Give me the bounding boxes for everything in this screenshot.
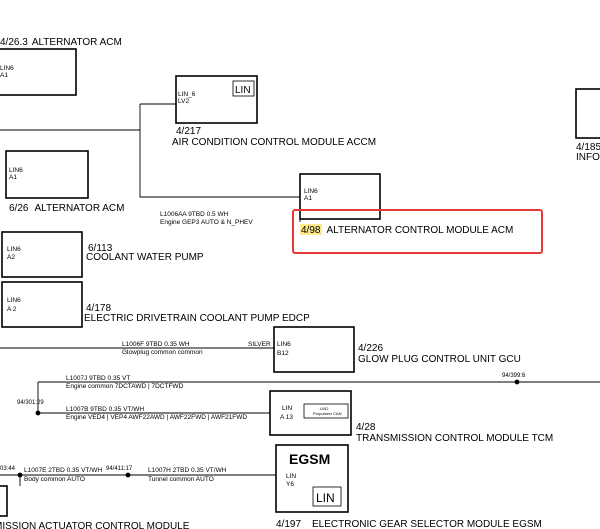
pin-label: LIN6 <box>0 65 14 72</box>
component-edcp[interactable]: LIN6 A 2 4/178 ELECTRIC DRIVETRAIN COOLA… <box>1 281 310 328</box>
component-ref: 4/178 <box>86 303 111 314</box>
component-gcu[interactable]: LIN6 B12 4/226 GLOW PLUG CONTROL UNIT GC… <box>273 326 521 373</box>
component-box <box>575 88 600 139</box>
pin-label: LIN6 <box>7 297 21 304</box>
component-ref: 4/217 <box>176 126 201 137</box>
component-ref: 4/226 <box>358 343 383 354</box>
splices: 94/399:6 94/301:29 94/411:17 03:44 <box>0 373 526 478</box>
pin-label: LIN6 <box>277 341 291 348</box>
component-ref: 4/28 <box>356 422 376 433</box>
wire-desc: Body common AUTO <box>24 476 85 483</box>
splice-dot <box>514 379 520 385</box>
component-name: COOLANT WATER PUMP <box>86 252 204 263</box>
wire-code: L1007B 9TBD 0.35 VT/WH <box>66 406 144 413</box>
component-box <box>0 48 77 96</box>
pin-label: LIN_6 <box>178 91 196 98</box>
component-name: INFO <box>576 152 600 163</box>
component-box <box>5 150 89 199</box>
pin-label: LIN <box>286 473 296 480</box>
wire-desc: Engine VED4 | VEP4 AWF22AWD | AWF22FWD |… <box>66 414 247 421</box>
wire-label-l1007b: L1007B 9TBD 0.35 VT/WH Engine VED4 | VEP… <box>66 406 247 421</box>
pin-label: Y6 <box>286 481 294 488</box>
splice-label: 94/411:17 <box>106 466 133 472</box>
pin-label: A 13 <box>280 414 293 421</box>
wire-desc: Engine GEP3 AUTO & N_PHEV <box>160 219 253 226</box>
inner-connector-text: LIN2 <box>320 406 329 411</box>
lin-badge-text: LIN <box>235 85 251 96</box>
splice-dot <box>125 472 131 478</box>
component-name: TRANSMISSION CONTROL MODULE TCM <box>356 433 553 444</box>
component-name: MISSION ACTUATOR CONTROL MODULE <box>0 521 190 529</box>
wire-label-l1007j: L1007J 9TBD 0.35 VT Engine common 7DCTAW… <box>66 375 184 390</box>
pin-label: A1 <box>0 72 8 79</box>
splice-dot <box>35 410 41 416</box>
wire-accm-link <box>139 104 300 198</box>
wire-code: L1006AA 9TBD 0.5 WH <box>160 211 229 218</box>
component-box <box>273 326 355 373</box>
lin-badge <box>312 486 342 507</box>
wire-label-l1006aa: L1006AA 9TBD 0.5 WH Engine GEP3 AUTO & N… <box>160 211 253 226</box>
component-name: GLOW PLUG CONTROL UNIT GCU <box>358 354 521 365</box>
wire-code: L1007J 9TBD 0.35 VT <box>66 375 130 382</box>
component-box <box>299 173 381 220</box>
component-name: ELECTRONIC GEAR SELECTOR MODULE EGSM <box>312 519 542 529</box>
component-tcm[interactable]: LIN2 Propulsion CAN LIN A 13 4/28 TRANSM… <box>269 390 553 444</box>
pin-label: LIN6 <box>9 167 23 174</box>
lin-badge-text: LIN <box>316 491 335 505</box>
component-right-partial[interactable]: 4/185 INFO <box>575 88 600 163</box>
pin-label: B12 <box>277 350 289 357</box>
wire-code: L1006F 9TBD 0.35 WH <box>122 341 190 348</box>
component-box <box>175 75 258 124</box>
component-box <box>275 444 349 513</box>
wire-desc: Glowplug common common <box>122 349 203 356</box>
wire-label-l1007e: L1007E 2TBD 0.35 VT/WH Body common AUTO <box>24 467 102 483</box>
wire-label-l1006f: L1006F 9TBD 0.35 WH Glowplug common comm… <box>122 341 271 356</box>
component-accm[interactable]: LIN LIN_6 LV2 4/217 AIR CONDITION CONTRO… <box>172 75 376 148</box>
component-ref: 6/113 <box>88 243 113 254</box>
component-name: AIR CONDITION CONTROL MODULE ACCM <box>172 137 376 148</box>
component-box <box>0 485 8 517</box>
search-highlight <box>300 224 322 235</box>
component-coolant-water-pump[interactable]: LIN6 A2 6/113 COOLANT WATER PUMP <box>1 231 204 278</box>
pin-label: A1 <box>304 195 312 202</box>
pin-label: A1 <box>9 174 17 181</box>
wire-code: L1007E 2TBD 0.35 VT/WH <box>24 467 102 474</box>
inner-connector-text: Propulsion CAN <box>313 411 342 416</box>
wires <box>0 103 600 486</box>
component-bottom-left[interactable]: MISSION ACTUATOR CONTROL MODULE <box>0 485 190 529</box>
wire-label-l1007h: L1007H 2TBD 0.35 VT/WH Tunnel common AUT… <box>148 467 227 483</box>
splice-label: 94/301:29 <box>17 400 44 406</box>
pin-label: LIN6 <box>7 246 21 253</box>
component-box <box>269 390 352 436</box>
inner-connector <box>303 403 349 419</box>
lin-badge <box>232 80 255 97</box>
splice-label: 03:44 <box>0 466 16 472</box>
selection-box <box>292 209 543 254</box>
component-egsm[interactable]: EGSM LIN LIN Y6 4/197 ELECTRONIC GEAR SE… <box>275 444 542 529</box>
pin-label: LIN6 <box>304 188 318 195</box>
wire-desc: Engine common 7DCTAWD | 7DCTFWD <box>66 383 184 390</box>
component-name: ELECTRIC DRIVETRAIN COOLANT PUMP EDCP <box>84 313 310 324</box>
egsm-title: EGSM <box>289 451 330 467</box>
pin-label: A 2 <box>7 306 17 313</box>
wire-code: L1007H 2TBD 0.35 VT/WH <box>148 467 227 474</box>
pin-label: LIN <box>282 405 292 412</box>
component-ref: 4/197 <box>276 519 301 529</box>
splice-dot <box>17 472 23 478</box>
component-box <box>1 281 83 328</box>
splice-label: 94/399:6 <box>502 373 526 379</box>
component-ref: 4/185 <box>576 142 600 153</box>
wire-end-color: SILVER <box>248 341 271 348</box>
wire-desc: Tunnel common AUTO <box>148 476 214 483</box>
component-box <box>1 231 83 278</box>
pin-label: LV2 <box>178 98 189 105</box>
pin-label: A2 <box>7 254 15 261</box>
